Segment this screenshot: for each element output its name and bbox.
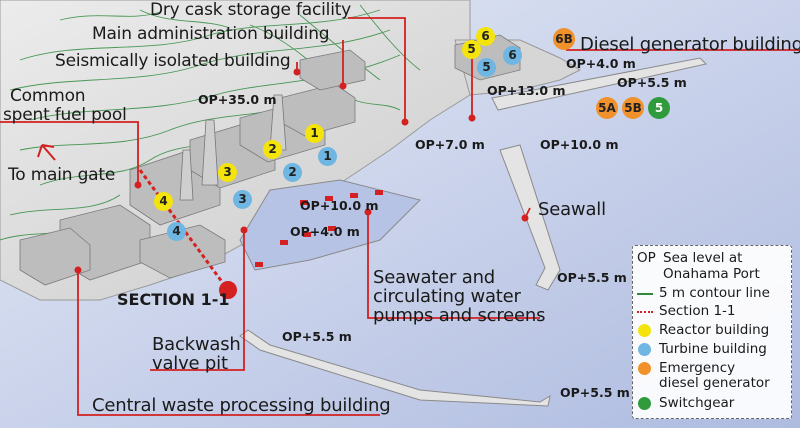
leader-lines [0, 17, 800, 416]
label-section: SECTION 1-1 [117, 290, 230, 309]
label-seawater-3: pumps and screens [373, 305, 546, 326]
legend-emergency-swatch [638, 362, 651, 375]
label-seawall: Seawall [538, 199, 606, 220]
diesel-6b-badge: 6B [553, 28, 575, 50]
legend-contour: 5 m contour line [659, 285, 770, 301]
reactor-2-badge: 2 [263, 140, 282, 159]
elevation-op55-right: OP+5.5 m [557, 270, 627, 285]
label-dry-cask: Dry cask storage facility [150, 0, 352, 20]
reactor-1-badge: 1 [305, 124, 324, 143]
legend: OP Sea level at Onahama Port 5 m contour… [632, 245, 792, 419]
legend-turbine: Turbine building [659, 341, 767, 357]
turbine-4-badge: 4 [167, 222, 186, 241]
elevation-op55-low: OP+5.5 m [282, 329, 352, 344]
breakwaters [239, 57, 707, 407]
elevation-op10-mid: OP+10.0 m [300, 198, 379, 213]
legend-contour-swatch [637, 293, 653, 295]
elevation-op13: OP+13.0 m [487, 83, 566, 98]
switchgear-5-badge: 5 [648, 97, 670, 119]
label-backwash-1: Backwash [152, 334, 241, 355]
legend-op-text-2: Onahama Port [663, 266, 760, 282]
turbine-3-badge: 3 [233, 190, 252, 209]
elevation-op4-top: OP+4.0 m [566, 56, 636, 71]
label-common-pool-2: spent fuel pool [3, 105, 127, 125]
turbine-2-badge: 2 [283, 163, 302, 182]
legend-reactor-swatch [638, 324, 651, 337]
legend-switchgear: Switchgear [659, 395, 735, 411]
legend-emergency-1: Emergency [659, 360, 736, 376]
label-seawater-2: circulating water [373, 286, 521, 307]
elevation-op10-right: OP+10.0 m [540, 137, 619, 152]
reactor-5-badge: 5 [462, 40, 481, 59]
label-seawater-1: Seawater and [373, 267, 496, 288]
section-line [138, 169, 230, 291]
legend-turbine-swatch [638, 343, 651, 356]
section-marker [219, 281, 237, 299]
intake-basin [239, 179, 421, 271]
main-gate-arrow [37, 144, 56, 161]
label-common-pool-1: Common [10, 86, 86, 106]
elevation-op35: OP+35.0 m [198, 92, 277, 107]
reactor-3-badge: 3 [218, 163, 237, 182]
leader-dots [74, 68, 529, 274]
diesel-5b-badge: 5B [622, 97, 644, 119]
elevation-op55-top: OP+5.5 m [617, 75, 687, 90]
legend-op-abbr: OP [637, 250, 656, 266]
north-breakwater [491, 57, 707, 111]
legend-op-text-1: Sea level at [663, 250, 743, 266]
label-backwash-2: valve pit [152, 353, 228, 374]
label-diesel-building: Diesel generator building [580, 34, 800, 55]
elevation-op4-mid: OP+4.0 m [290, 224, 360, 239]
legend-section-swatch [637, 311, 653, 313]
elevation-op55-bottom: OP+5.5 m [560, 385, 630, 400]
label-main-admin: Main administration building [92, 24, 330, 44]
elevation-op7: OP+7.0 m [415, 137, 485, 152]
legend-switchgear-swatch [638, 397, 651, 410]
seawall-north-pier [499, 144, 561, 291]
label-seismic: Seismically isolated building [55, 51, 291, 71]
diesel-5a-badge: 5A [596, 97, 618, 119]
legend-emergency-2: diesel generator [659, 375, 770, 391]
legend-reactor: Reactor building [659, 322, 770, 338]
label-central-waste: Central waste processing building [92, 395, 391, 416]
pump-markers [255, 190, 383, 267]
reactor-4-badge: 4 [154, 192, 173, 211]
turbine-1-badge: 1 [318, 147, 337, 166]
reactor-6-badge: 6 [476, 27, 495, 46]
south-breakwater [239, 329, 551, 407]
label-main-gate: To main gate [8, 165, 116, 185]
turbine-5-badge: 5 [477, 58, 496, 77]
exhaust-stacks [179, 94, 287, 201]
turbine-6-badge: 6 [503, 46, 522, 65]
legend-section: Section 1-1 [659, 303, 736, 319]
